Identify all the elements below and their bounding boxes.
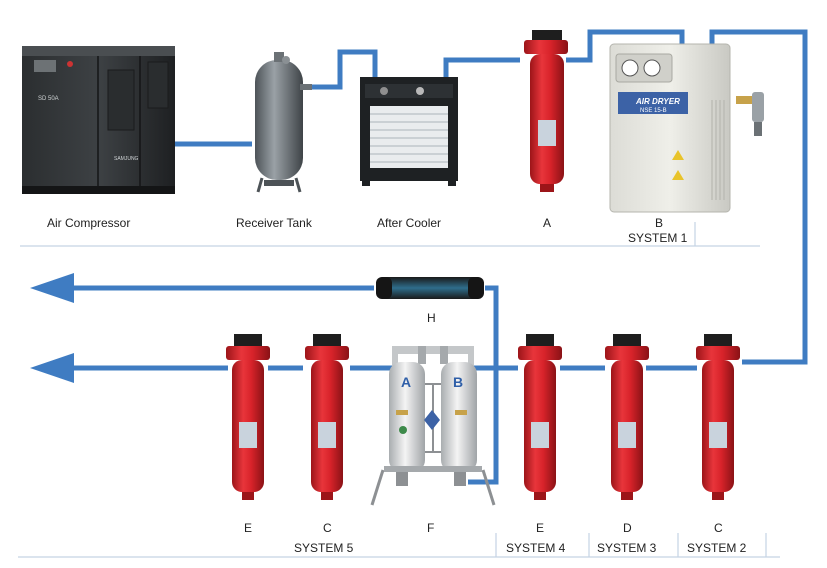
tower-b-label: B [453,374,463,390]
tower-a [389,362,425,472]
dryer-brand: AIR DRYER [635,97,680,106]
pipe-network [70,29,808,485]
label-system2: SYSTEM 2 [687,541,747,555]
air-dryer: AIR DRYER NSE 15-B [609,43,764,213]
label-e-system4: E [536,521,545,535]
label-f: F [427,521,435,535]
label-e-system5: E [244,521,253,535]
dryer-model: NSE 15-B [640,108,667,114]
compressor-brand: SAMJUNG [114,156,139,162]
label-c-system2: C [714,521,723,535]
outlet-arrow-upper [30,273,74,303]
tower-a-label: A [401,374,411,390]
filter-e-system4 [518,334,562,500]
label-receiver-tank: Receiver Tank [236,216,312,230]
label-d-system3: D [623,521,632,535]
filter-h [376,277,484,299]
divider-lines [18,222,780,558]
outlet-arrows [30,273,74,383]
label-system3: SYSTEM 3 [597,541,657,555]
filter-c-system5 [305,334,349,500]
receiver-tank [255,52,312,193]
air-compressor: SD 50A SAMJUNG [22,46,175,194]
after-cooler [360,77,458,186]
filter-c-system2 [696,334,740,500]
label-filter-a: A [543,216,552,230]
filter-e-system5 [226,334,270,500]
label-c-system5: C [323,521,332,535]
label-system5: SYSTEM 5 [294,541,354,555]
desiccant-dryer: A B [370,346,496,506]
outlet-arrow-lower [30,353,74,383]
label-h: H [427,311,436,325]
compressor-model: SD 50A [38,96,59,102]
label-air-compressor: Air Compressor [47,216,131,230]
filter-d-system3 [605,334,649,500]
label-system1: SYSTEM 1 [628,231,688,245]
label-dryer-b: B [655,216,664,230]
label-system4: SYSTEM 4 [506,541,566,555]
label-after-cooler: After Cooler [377,216,442,230]
filter-a [524,30,568,192]
tower-b [441,362,477,472]
